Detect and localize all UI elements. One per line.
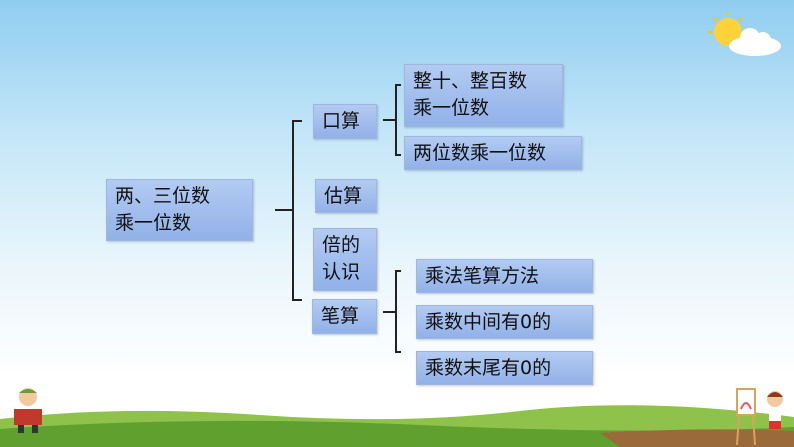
oral-child-1-line1: 整十、整百数 [413, 70, 528, 92]
branch-estimate-label: 估算 [324, 185, 363, 207]
root-bracket-bottom [292, 299, 302, 301]
root-bracket-stem [275, 209, 293, 211]
root-line2: 乘一位数 [115, 212, 192, 234]
written-child-1: 乘法笔算方法 [416, 259, 593, 293]
branch-multiple-line2: 认识 [322, 261, 361, 283]
written-bracket [395, 270, 397, 353]
boy-reading-icon [14, 388, 42, 433]
branch-estimate: 估算 [315, 179, 377, 213]
oral-bracket-bottom [395, 154, 401, 156]
branch-written: 笔算 [312, 299, 377, 334]
root-line1: 两、三位数 [115, 185, 211, 207]
oral-bracket [395, 84, 397, 156]
written-bracket-bottom [395, 351, 401, 353]
root-node: 两、三位数 乘一位数 [106, 179, 253, 241]
root-bracket [292, 120, 294, 301]
girl-painting-icon [736, 388, 783, 446]
written-child-2: 乘数中间有0的 [416, 305, 593, 339]
branch-multiple: 倍的 认识 [313, 228, 377, 291]
oral-bracket-stem [383, 119, 396, 121]
grass-landscape [0, 405, 794, 447]
oral-child-1-line2: 乘一位数 [413, 97, 490, 119]
written-child-1-label: 乘法笔算方法 [425, 265, 540, 287]
branch-oral-label: 口算 [322, 110, 361, 132]
oral-child-2-label: 两位数乘一位数 [413, 142, 547, 164]
branch-multiple-line1: 倍的 [322, 234, 361, 256]
written-bracket-stem [383, 311, 396, 313]
branch-written-label: 笔算 [321, 305, 360, 327]
sun-cloud-icon [708, 12, 781, 56]
oral-child-2: 两位数乘一位数 [404, 136, 582, 170]
oral-bracket-top [395, 84, 401, 86]
root-bracket-top [292, 120, 302, 122]
written-child-2-label: 乘数中间有0的 [425, 311, 552, 333]
written-child-3: 乘数末尾有0的 [416, 351, 593, 385]
written-bracket-top [395, 270, 401, 272]
branch-oral: 口算 [313, 104, 377, 139]
written-child-3-label: 乘数末尾有0的 [425, 357, 552, 379]
oral-child-1: 整十、整百数 乘一位数 [404, 64, 563, 127]
